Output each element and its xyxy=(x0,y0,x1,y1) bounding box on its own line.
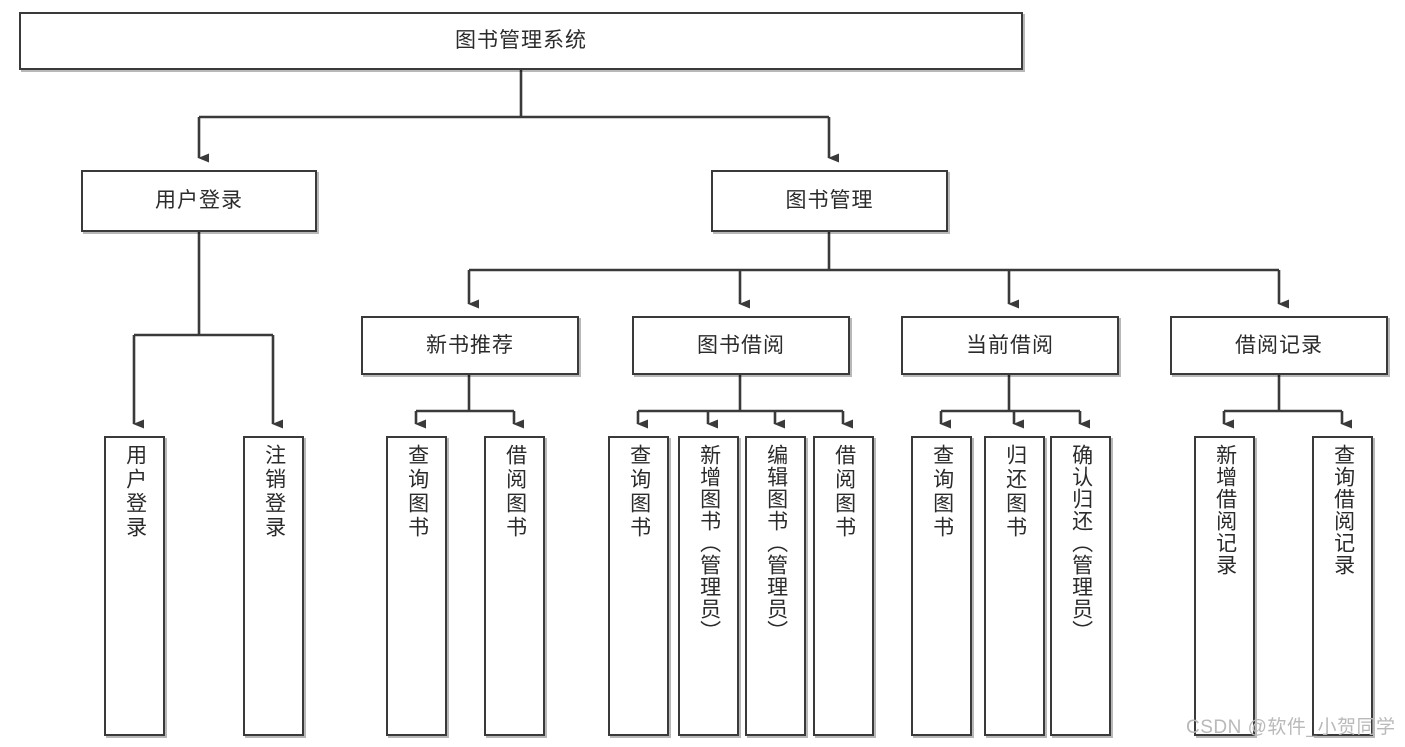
node-label: 图书管理系统 xyxy=(455,29,587,53)
node-book-borrow[interactable]: 图书借阅 xyxy=(632,316,850,375)
node-leaf-query-book-3[interactable]: 查询图书 xyxy=(911,436,972,736)
node-leaf-user-login[interactable]: 用户登录 xyxy=(104,436,165,736)
node-label: 当前借阅 xyxy=(966,333,1054,357)
node-label: 确认归还（管理员） xyxy=(1069,444,1093,642)
node-label: 查询图书 xyxy=(405,444,429,540)
node-label: 新书推荐 xyxy=(426,333,514,357)
node-leaf-borrow-book-2[interactable]: 借阅图书 xyxy=(813,436,874,736)
node-label: 用户登录 xyxy=(155,189,243,213)
node-leaf-borrow-book-1[interactable]: 借阅图书 xyxy=(484,436,545,736)
node-label: 借阅记录 xyxy=(1235,333,1323,357)
node-label: 查询图书 xyxy=(930,444,954,540)
node-label: 注销登录 xyxy=(262,444,286,540)
node-label: 借阅图书 xyxy=(503,444,527,540)
node-leaf-return-book[interactable]: 归还图书 xyxy=(984,436,1045,736)
node-leaf-query-book-2[interactable]: 查询图书 xyxy=(608,436,669,736)
node-label: 新增借阅记录 xyxy=(1213,444,1237,576)
node-user-login[interactable]: 用户登录 xyxy=(81,170,317,232)
node-current-borrow[interactable]: 当前借阅 xyxy=(901,316,1119,375)
watermark: CSDN @软件_小贺同学 xyxy=(1186,717,1396,738)
node-leaf-query-book-1[interactable]: 查询图书 xyxy=(386,436,447,736)
node-leaf-logout[interactable]: 注销登录 xyxy=(243,436,304,736)
node-label: 用户登录 xyxy=(123,444,147,540)
node-label: 编辑图书（管理员） xyxy=(764,444,788,642)
node-label: 查询图书 xyxy=(627,444,651,540)
node-label: 新增图书（管理员） xyxy=(697,444,721,642)
node-leaf-add-record[interactable]: 新增借阅记录 xyxy=(1194,436,1255,736)
node-leaf-query-record[interactable]: 查询借阅记录 xyxy=(1312,436,1373,736)
node-label: 查询借阅记录 xyxy=(1331,444,1355,576)
node-label: 图书借阅 xyxy=(697,333,785,357)
node-label: 归还图书 xyxy=(1003,444,1027,540)
node-book-manage[interactable]: 图书管理 xyxy=(711,170,948,232)
node-leaf-edit-book[interactable]: 编辑图书（管理员） xyxy=(745,436,806,736)
node-root[interactable]: 图书管理系统 xyxy=(19,12,1023,70)
node-leaf-confirm-return[interactable]: 确认归还（管理员） xyxy=(1050,436,1111,736)
node-leaf-add-book[interactable]: 新增图书（管理员） xyxy=(678,436,739,736)
node-new-book-rec[interactable]: 新书推荐 xyxy=(361,316,579,375)
node-borrow-record[interactable]: 借阅记录 xyxy=(1170,316,1388,375)
node-label: 借阅图书 xyxy=(832,444,856,540)
node-label: 图书管理 xyxy=(785,189,874,213)
